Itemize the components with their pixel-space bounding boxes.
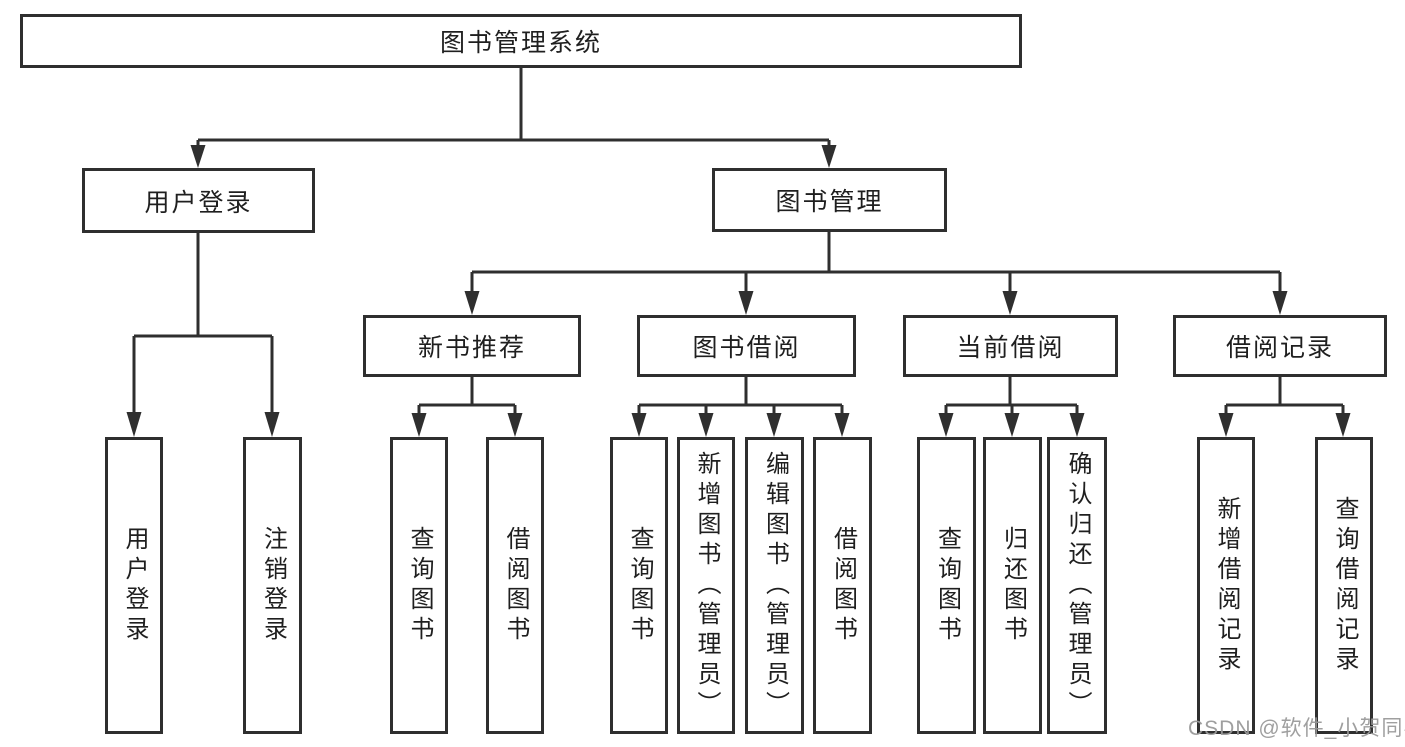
node-user-login-group: 用户登录 [82, 168, 315, 233]
leaf-add-book-admin: 新增图书（管理员） [677, 437, 735, 734]
node-label: 新书推荐 [417, 334, 526, 362]
leaf-label: 查询图书 [406, 525, 433, 646]
leaf-label: 编辑图书（管理员） [761, 450, 789, 721]
leaf-label: 归还图书 [999, 525, 1027, 646]
leaf-borrow-books-borrowing: 借阅图书 [813, 437, 872, 734]
node-borrow-records: 借阅记录 [1173, 315, 1387, 377]
leaf-query-books-recommend: 查询图书 [390, 437, 448, 734]
leaf-query-borrow-record: 查询借阅记录 [1315, 437, 1373, 734]
leaf-label: 新增图书（管理员） [693, 450, 720, 721]
node-book-borrowing: 图书借阅 [637, 315, 856, 377]
node-new-book-recommend: 新书推荐 [363, 315, 581, 377]
leaf-borrow-books-recommend: 借阅图书 [486, 437, 544, 734]
node-label: 用户登录 [144, 188, 253, 217]
leaf-label: 查询图书 [626, 525, 653, 646]
node-current-borrowing: 当前借阅 [903, 315, 1118, 377]
leaf-label: 查询图书 [933, 525, 961, 646]
node-label: 图书管理系统 [439, 29, 602, 57]
leaf-confirm-return-admin: 确认归还（管理员） [1047, 437, 1107, 734]
leaf-label: 新增借阅记录 [1213, 495, 1240, 676]
leaf-add-borrow-record: 新增借阅记录 [1197, 437, 1255, 734]
leaf-label: 查询借阅记录 [1331, 495, 1358, 676]
leaf-label: 注销登录 [259, 525, 287, 646]
node-label: 当前借阅 [956, 334, 1065, 362]
leaf-return-books: 归还图书 [983, 437, 1042, 734]
leaf-user-login: 用户登录 [105, 437, 163, 734]
leaf-query-books-current: 查询图书 [917, 437, 976, 734]
leaf-edit-book-admin: 编辑图书（管理员） [745, 437, 804, 734]
csdn-watermark: CSDN @软件_小贺同学 [1188, 717, 1405, 740]
node-book-management: 图书管理 [712, 168, 947, 232]
leaf-label: 借阅图书 [502, 525, 529, 646]
node-library-management-system: 图书管理系统 [20, 14, 1022, 68]
node-label: 借阅记录 [1225, 334, 1334, 362]
node-label: 图书管理 [775, 188, 884, 216]
leaf-label: 借阅图书 [829, 525, 857, 646]
leaf-label: 用户登录 [121, 525, 148, 646]
leaf-query-books-borrowing: 查询图书 [610, 437, 668, 734]
node-label: 图书借阅 [692, 334, 801, 362]
leaf-logout: 注销登录 [243, 437, 302, 734]
leaf-label: 确认归还（管理员） [1064, 450, 1091, 721]
